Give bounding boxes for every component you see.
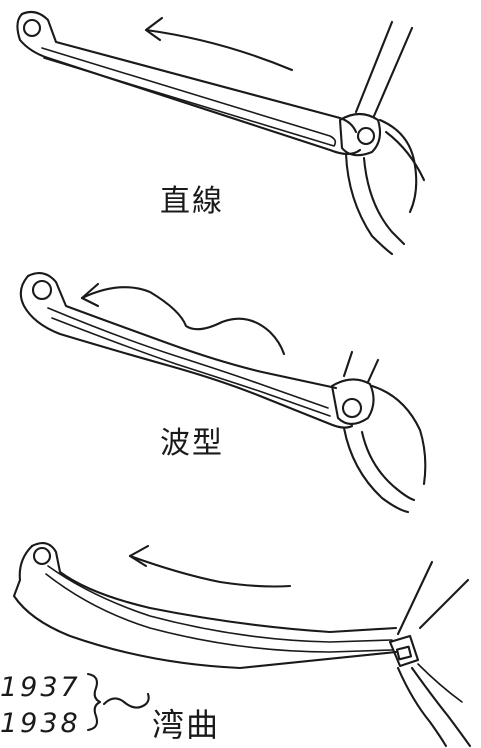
year-bracket [88, 674, 149, 730]
year-label-1938: 1938 [0, 708, 81, 739]
label-wave: 波型 [160, 418, 224, 462]
year-label-1937: 1937 [0, 672, 81, 703]
curved-arrow [130, 546, 290, 587]
label-straight: 直線 [160, 176, 224, 220]
curved-lever-sketch [14, 543, 470, 746]
wave-arrow [82, 284, 284, 354]
straight-arrow [146, 18, 292, 70]
wave-lever-sketch [21, 273, 426, 512]
label-curve: 湾曲 [152, 700, 220, 746]
